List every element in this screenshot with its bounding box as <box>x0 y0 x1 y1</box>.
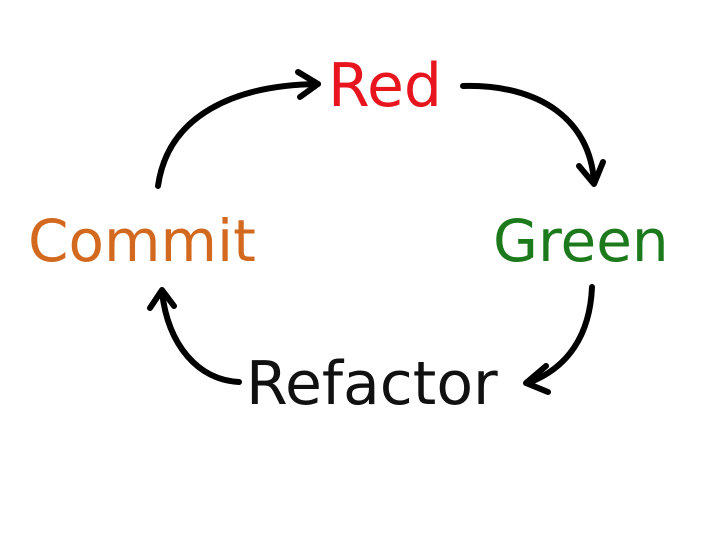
arrow-refactor-to-commit <box>147 287 242 385</box>
arrow-commit-to-red <box>155 69 321 189</box>
stage-label-commit: Commit <box>28 207 256 275</box>
arrow-green-to-refactor <box>523 284 595 395</box>
stage-label-green: Green <box>493 207 669 275</box>
stage-label-refactor: Refactor <box>246 349 498 419</box>
arrow-red-to-green <box>460 82 606 187</box>
stage-label-red: Red <box>328 51 442 121</box>
